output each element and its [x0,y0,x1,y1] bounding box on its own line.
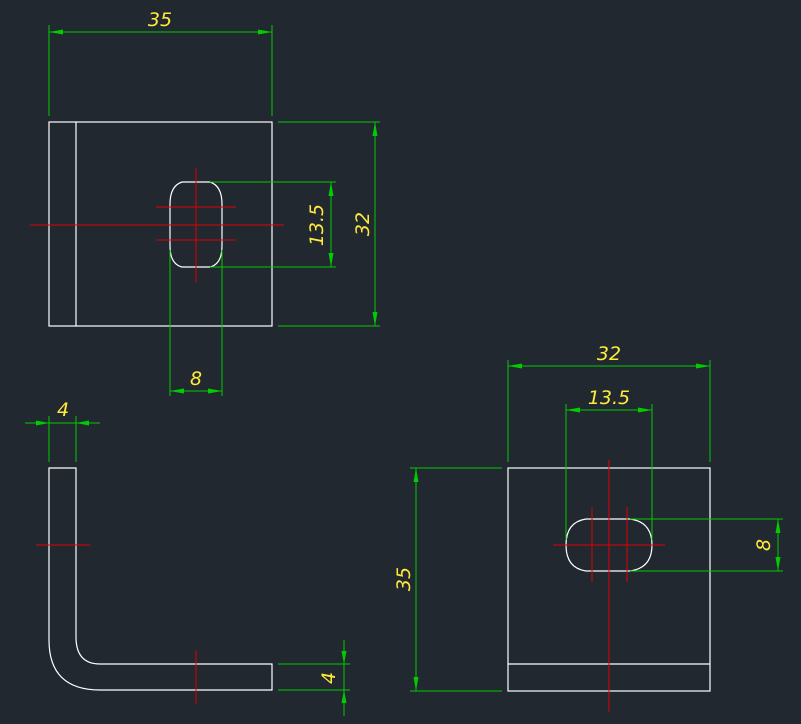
front-view: 35 32 13.5 8 [30,9,380,396]
side-bottom-thickness-dimension: 4 [278,640,350,716]
top-width-dimension: 32 [507,343,711,462]
front-plate-outline [48,121,273,327]
front-slot-width-dimension: 8 [169,250,223,396]
top-height-dimension: 35 [393,467,502,692]
front-height-label: 32 [352,212,374,236]
top-height-label: 35 [393,567,415,591]
side-bottom-thickness-label: 4 [318,672,340,684]
top-width-label: 32 [597,343,621,365]
top-slot-width-dimension: 8 [630,518,783,572]
front-slot-width-label: 8 [190,368,202,390]
top-slot-length-label: 13.5 [588,387,630,409]
top-slot-width-label: 8 [753,539,775,551]
front-slot-height-label: 13.5 [306,204,328,246]
front-width-dimension: 35 [48,9,273,116]
side-l-profile [48,467,273,691]
side-top-thickness-label: 4 [57,399,69,421]
side-top-thickness-dimension: 4 [25,399,100,462]
front-slot-height-dimension: 13.5 [210,181,336,268]
side-view: 4 4 [25,399,350,716]
front-height-dimension: 32 [278,121,380,327]
front-width-label: 35 [148,9,172,31]
top-slot-length-dimension: 13.5 [565,387,653,540]
top-view: 32 13.5 8 35 [393,343,783,712]
